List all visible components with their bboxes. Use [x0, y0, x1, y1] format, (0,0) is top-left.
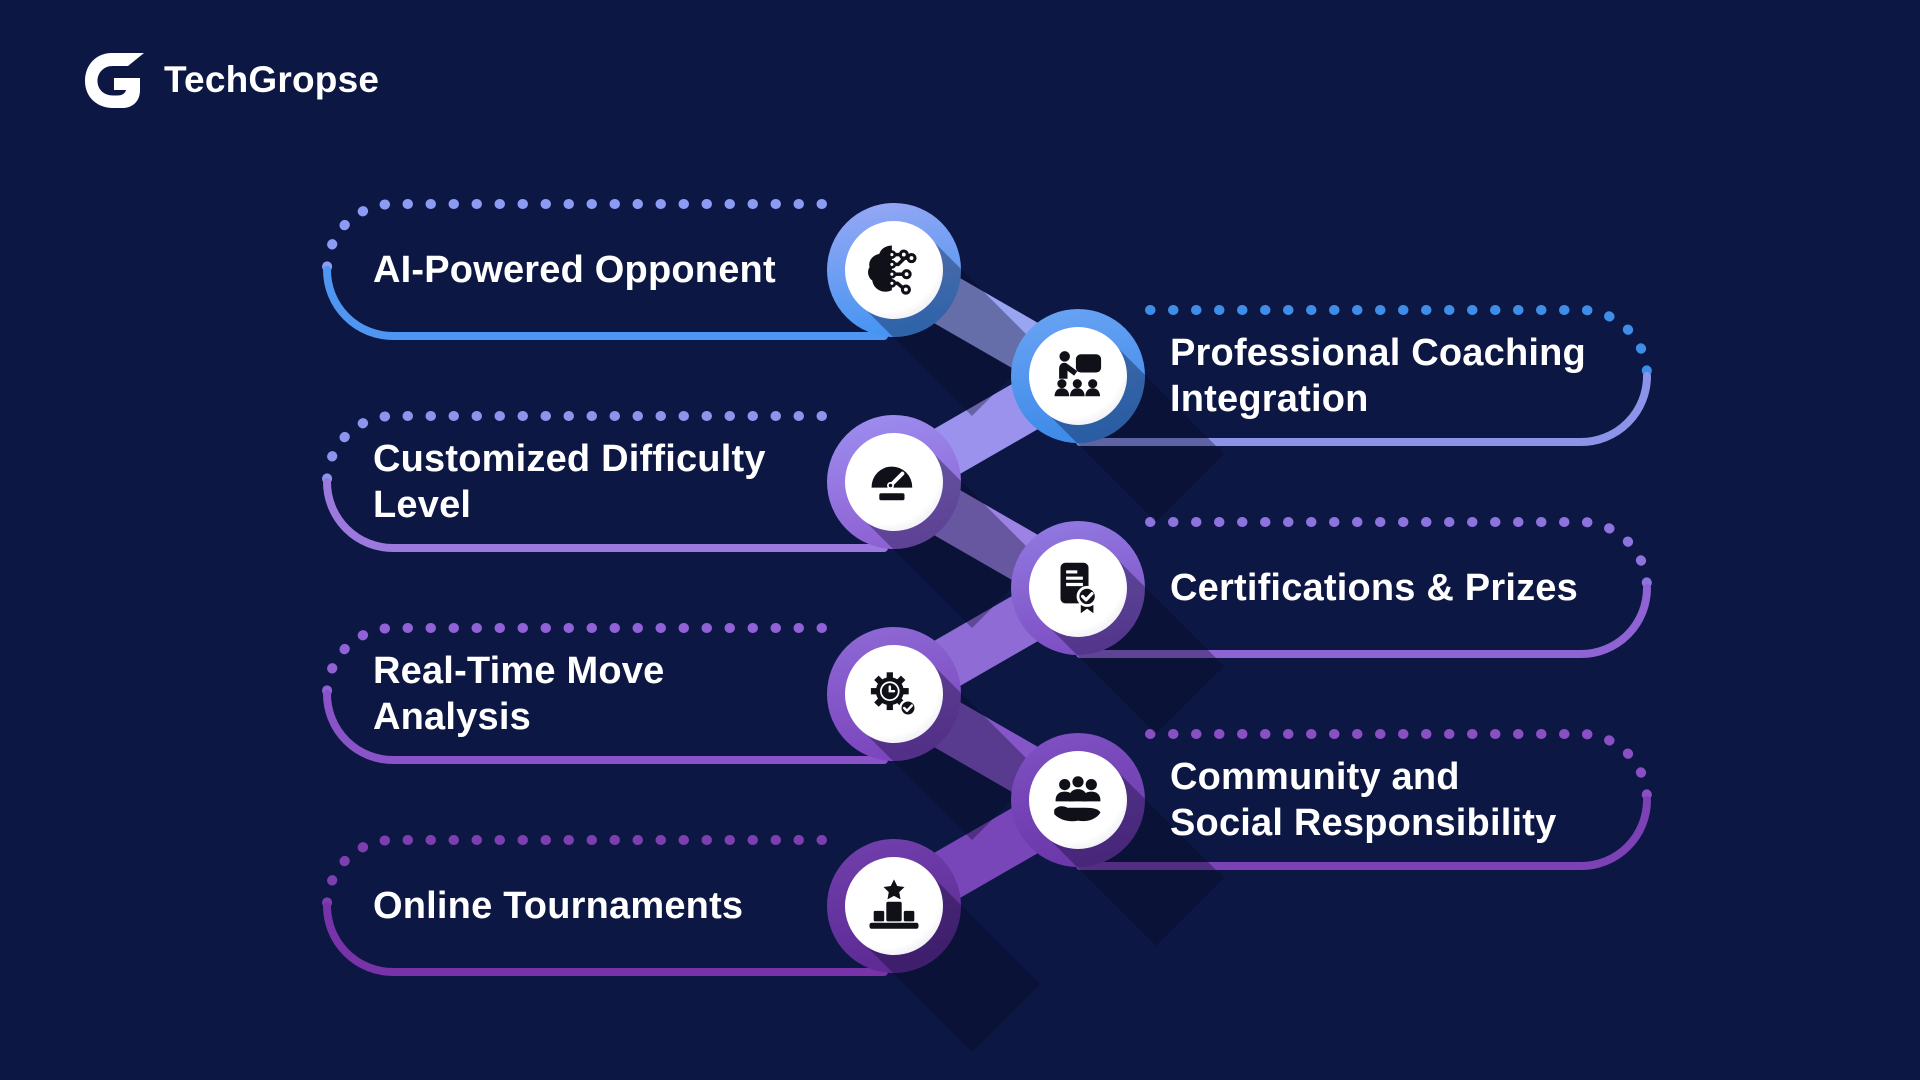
- icon-circle: [845, 221, 943, 319]
- feature-node-real-time-move-analysis: [827, 627, 1040, 840]
- pill-solid-border-customized-difficulty-level: [323, 478, 888, 552]
- pill-dotted-border-ai-powered-opponent: [322, 199, 827, 275]
- brain-circuit-icon: [868, 245, 917, 295]
- feature-node-online-tournaments: [827, 839, 1040, 1052]
- techgropse-g-icon: [85, 53, 144, 108]
- pill-dotted-border-customized-difficulty-level: [322, 411, 827, 487]
- feature-node-community-and-social-responsibility: [1011, 733, 1224, 946]
- feature-node-certifications-and-prizes: [1011, 521, 1224, 734]
- gear-clock-icon: [870, 672, 917, 717]
- community-hand-icon: [1054, 776, 1101, 822]
- coaching-presentation-icon: [1054, 351, 1102, 397]
- pill-solid-border-community-and-social-responsibility: [1076, 796, 1651, 870]
- pill-dotted-border-certifications-and-prizes: [1145, 517, 1652, 593]
- pill-dotted-border-real-time-move-analysis: [322, 623, 827, 699]
- feature-node-customized-difficulty-level: [827, 415, 1040, 628]
- pill-borders: [322, 199, 1652, 976]
- pill-solid-border-real-time-move-analysis: [323, 690, 888, 764]
- pill-dotted-border-professional-coaching-integration: [1145, 305, 1652, 381]
- pill-dotted-border-online-tournaments: [322, 835, 827, 911]
- speedometer-icon: [871, 466, 913, 501]
- pill-solid-border-professional-coaching-integration: [1076, 372, 1651, 446]
- pill-solid-border-ai-powered-opponent: [323, 266, 888, 340]
- feature-node-professional-coaching-integration: [1011, 309, 1224, 522]
- feature-node-ai-powered-opponent: [827, 203, 1040, 416]
- pill-solid-border-certifications-and-prizes: [1076, 584, 1651, 658]
- brand-name: TechGropse: [164, 59, 380, 100]
- podium-star-icon: [869, 879, 919, 929]
- pill-dotted-border-community-and-social-responsibility: [1145, 729, 1652, 805]
- icon-nodes: [827, 203, 1224, 1052]
- certificate-icon: [1060, 562, 1098, 614]
- pill-solid-border-online-tournaments: [323, 902, 888, 976]
- icon-circle: [1029, 327, 1127, 425]
- brand-logo: TechGropse: [80, 48, 379, 112]
